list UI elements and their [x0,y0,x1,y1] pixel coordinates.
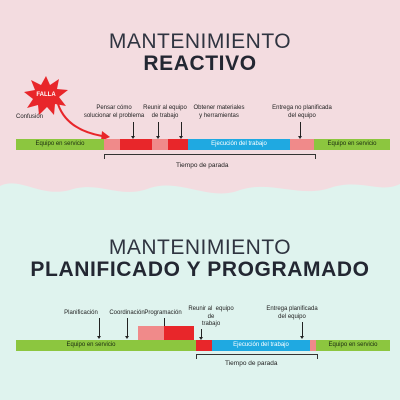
label-obtener: Obtener materiales y herramientas [193,105,245,119]
bar-reactive-service-right-label: Equipo en servicio [327,141,377,147]
bar-reactive-service-right [314,139,390,150]
arrow-obtener [179,122,183,139]
bar-reactive-pink-segment-2 [152,139,168,150]
arrow-pensar [131,122,135,139]
arrow-reunir-equipo [199,329,203,340]
label-entrega-planificada: Entrega planificada del equipo [266,306,318,320]
planned-title-line2: PLANIFICADO Y PROGRAMADO [30,258,370,281]
arrow-planificacion [97,318,101,339]
bar-reactive-pink-segment [104,139,120,150]
bar-reactive-red-segment-2 [168,139,188,150]
label-programacion: Programación [144,310,182,316]
bar-reactive-execution-label: Ejecución del trabajo [211,141,267,147]
label-reunir: Reunir al equipo de trabajo [143,105,187,119]
bar-planned-execution-label: Ejecución del trabajo [233,342,289,348]
arrow-entrega-planificada [300,322,304,339]
falla-arrow-icon [57,103,110,141]
planned-title-line1: MANTENIMIENTO [108,236,292,259]
arrow-entrega [298,122,302,139]
bar-planned-pink-prep [138,326,164,340]
label-planificacion: Planificación [64,310,98,316]
bar-reactive-service-left [16,139,104,150]
bar-reactive-pink-segment-3 [290,139,314,150]
bar-planned-service-right [316,340,390,351]
reactive-title-line2: REACTIVO [143,52,257,75]
label-coordinacion: Coordinación [109,310,145,316]
bar-planned-pink-segment [310,340,316,351]
bar-reactive-red-segment-1 [120,139,152,150]
bar-planned-service-left [16,340,138,351]
label-reunir-equipo: Reunir al equipo de trabajo [188,306,234,327]
label-entrega-no-planificada: Entrega no planificada del equipo [272,105,332,119]
reactive-downtime-caption: Tiempo de parada [176,162,229,169]
bar-reactive-execution [188,139,290,150]
reactive-title-line1: MANTENIMIENTO [108,30,292,53]
arrow-reunir [156,122,160,139]
planned-downtime-caption: Tiempo de parada [225,360,278,367]
bar-planned-service-right-label: Equipo en servicio [328,342,378,348]
label-pensar: Pensar cómo solucionar el problema [83,105,145,119]
reactive-section-background [0,0,400,200]
section-divider-wave [0,183,400,226]
bar-reactive-service-left-label: Equipo en servicio [35,141,85,147]
arrow-coordinacion [125,318,129,339]
bar-planned-red-segment [196,340,212,351]
bar-planned-service-left-ext [138,340,196,351]
reactive-downtime-bracket [104,154,316,159]
bar-planned-execution [212,340,310,351]
bar-planned-service-left-label: Equipo en servicio [66,342,116,348]
label-confusion: Confusión [16,114,44,120]
planned-downtime-bracket [196,354,318,359]
bar-planned-red-prep [164,326,194,340]
falla-badge-label: FALLA [36,92,56,98]
falla-burst-icon [24,76,68,115]
